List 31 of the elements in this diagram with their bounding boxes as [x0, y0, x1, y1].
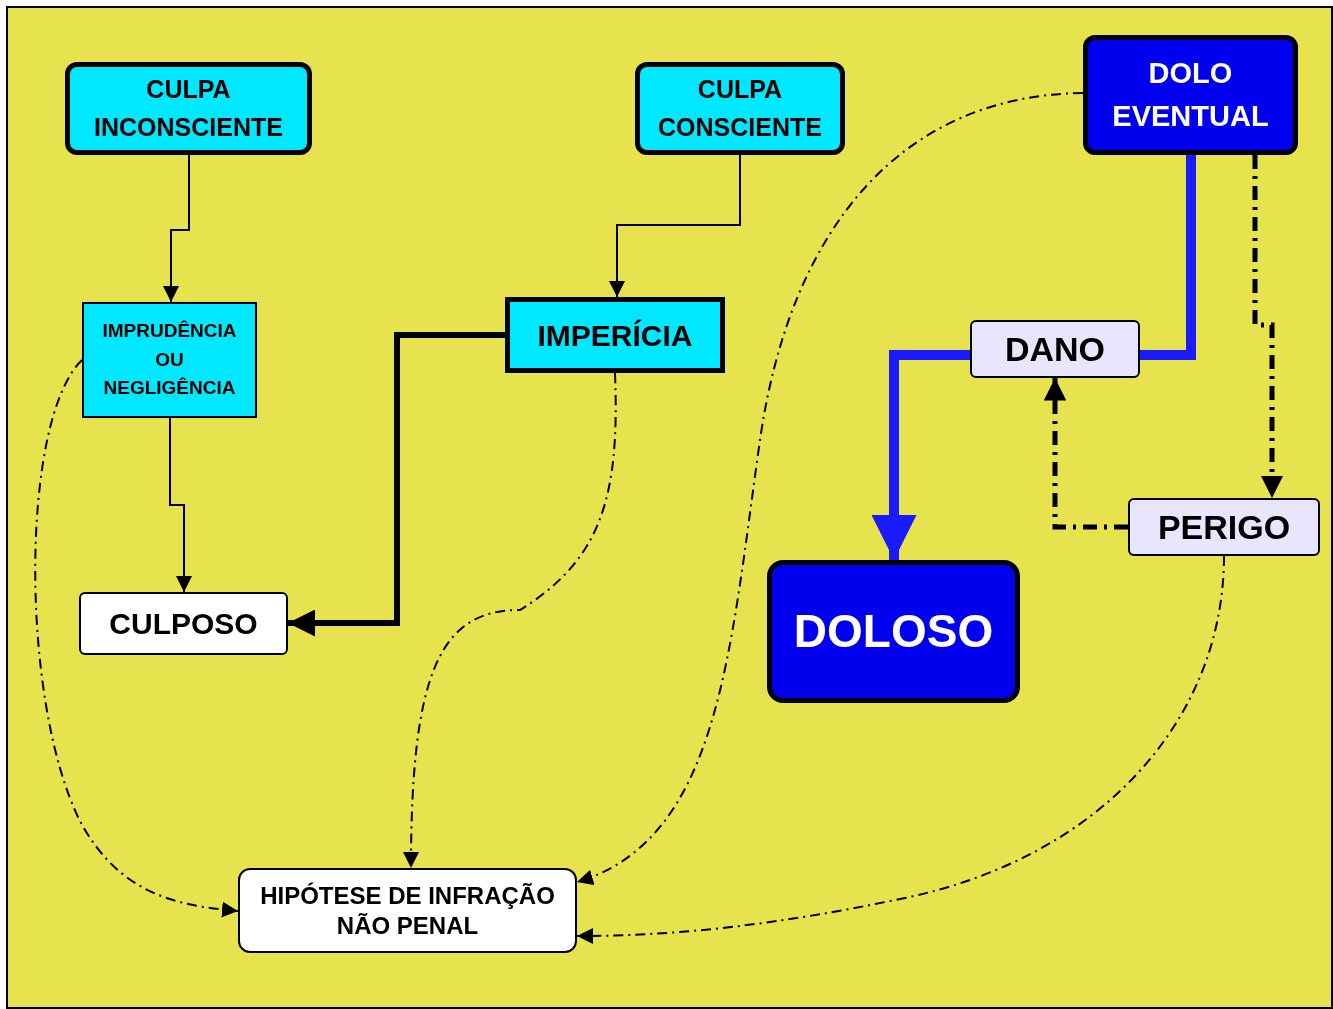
process-box [505, 297, 725, 373]
node-label: DOLOSO [793, 604, 994, 659]
node-label: CULPA INCONSCIENTE [93, 74, 284, 143]
process-box [635, 62, 845, 155]
node-label: IMPRUDÊNCIA OU NEGLIGÊNCIA [101, 319, 238, 401]
node-label: PERIGO [1157, 506, 1291, 548]
arrow [609, 154, 741, 298]
arrow [169, 417, 192, 593]
node-label: IMPERÍCIA [537, 317, 693, 354]
process-box [82, 302, 257, 418]
arrow [871, 350, 970, 560]
arrow [34, 359, 239, 918]
arrow [576, 555, 1225, 944]
arrow [163, 154, 190, 303]
node-label: CULPA CONSCIENTE [657, 74, 823, 143]
node-label: CULPOSO [109, 606, 258, 642]
arrow [576, 92, 1084, 884]
process-box [79, 592, 288, 655]
node-label: HIPÓTESE DE INFRAÇÃO NÃO PENAL [259, 880, 556, 941]
node-label: DANO [1004, 328, 1106, 370]
process-box [970, 320, 1140, 378]
process-box [1083, 35, 1298, 155]
arrow [1252, 155, 1284, 498]
arrow [288, 332, 505, 637]
process-box [1128, 498, 1320, 556]
node-label: DOLO EVENTUAL [1111, 55, 1270, 134]
arrow [403, 372, 617, 869]
process-box [238, 868, 577, 953]
process-box [65, 62, 312, 155]
arrow [1043, 378, 1128, 530]
process-box [767, 560, 1020, 703]
